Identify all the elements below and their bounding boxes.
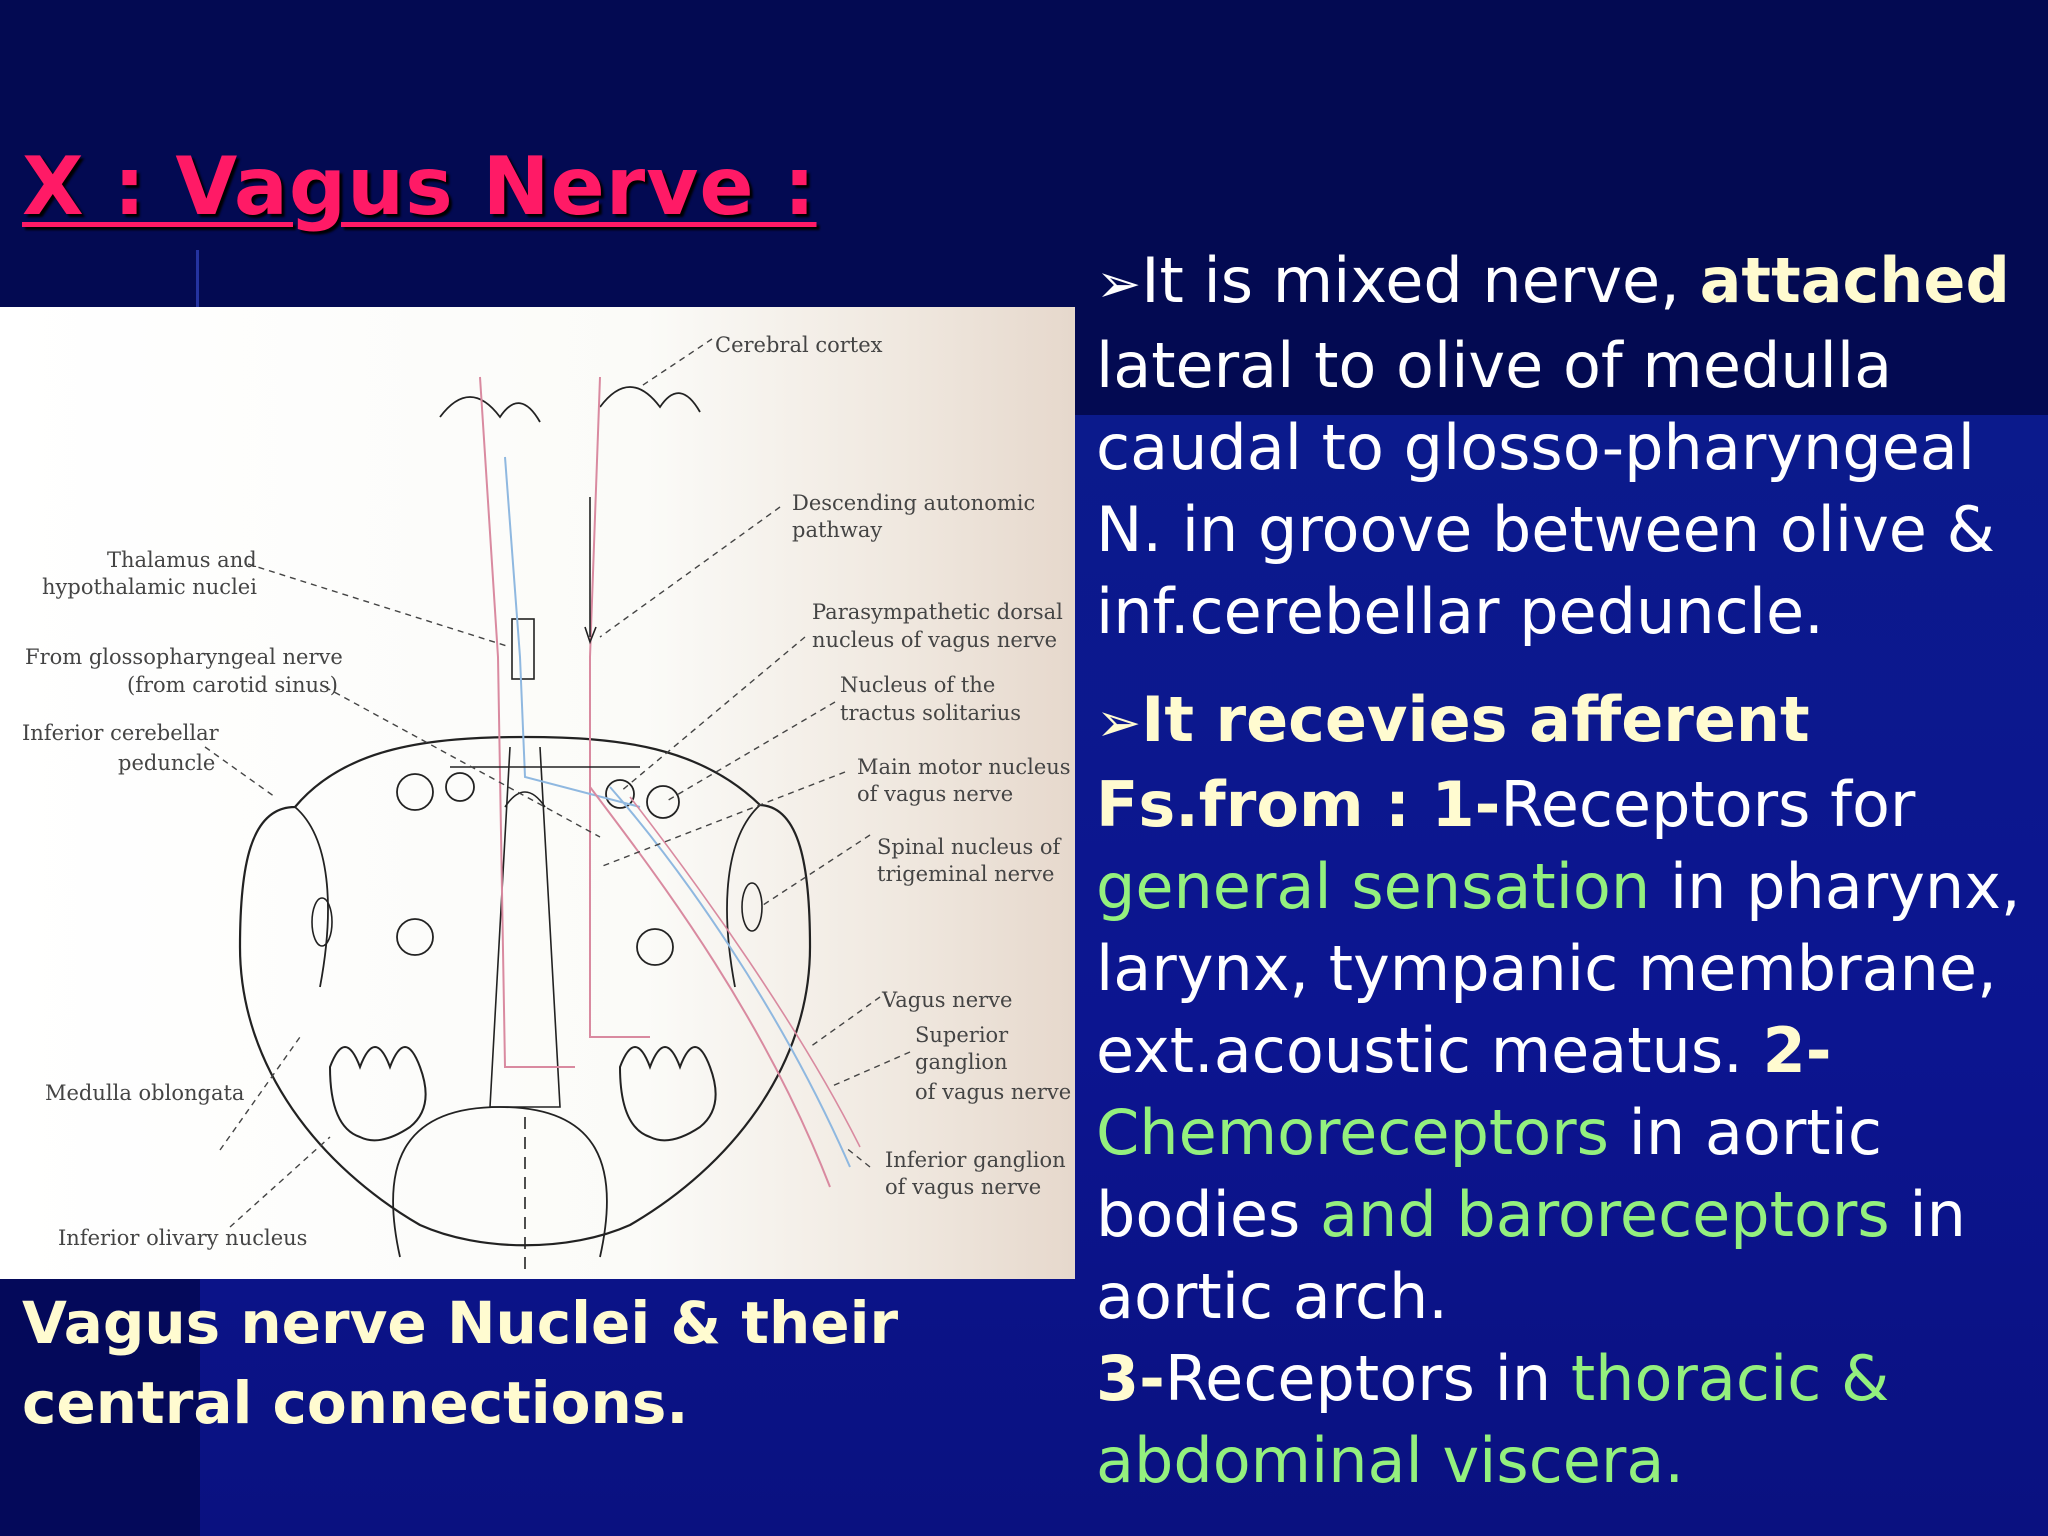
label-glossopharyngeal: From glossopharyngeal nerve: [25, 645, 343, 669]
decor-line: [196, 250, 199, 330]
label-inferior-olivary: Inferior olivary nucleus: [58, 1226, 307, 1250]
label-carotid-sinus: (from carotid sinus): [127, 673, 338, 697]
diagram-caption: Vagus nerve Nuclei & their central conne…: [22, 1289, 899, 1437]
label-descending-pathway: pathway: [792, 518, 882, 542]
label-inferior-of-vagus: of vagus nerve: [885, 1175, 1041, 1199]
label-thalamus: Thalamus and: [107, 548, 257, 572]
label-hypothalamic: hypothalamic nuclei: [42, 575, 257, 599]
slide-title: X : Vagus Nerve :: [22, 140, 817, 233]
bullet-arrow-icon: ➢: [1096, 691, 1142, 754]
text-body: ➢It is mixed nerve, attached lateral to …: [1096, 240, 2036, 1502]
left-olivary-nucleus: [328, 1046, 427, 1142]
label-tractus-solitarius: tractus solitarius: [840, 701, 1021, 725]
label-descending-autonomic: Descending autonomic: [792, 491, 1035, 515]
label-dorsal-nucleus: nucleus of vagus nerve: [812, 628, 1057, 652]
label-ganglion: ganglion: [915, 1050, 1008, 1074]
medulla-cross-section: Cerebral cortex Descending autonomic pat…: [22, 333, 1071, 1272]
paragraph-viscera: 3-Receptors in thoracic & abdominal visc…: [1096, 1342, 1890, 1497]
label-peduncle: peduncle: [118, 751, 215, 775]
label-medulla-oblongata: Medulla oblongata: [45, 1081, 244, 1105]
label-of-vagus: of vagus nerve: [857, 782, 1013, 806]
paragraph-attachment: ➢It is mixed nerve, attached lateral to …: [1096, 244, 2010, 648]
label-inferior-ganglion: Inferior ganglion: [885, 1148, 1066, 1172]
label-superior-of-vagus: of vagus nerve: [915, 1080, 1071, 1104]
label-nucleus-of-the: Nucleus of the: [840, 673, 995, 697]
bullet-arrow-icon: ➢: [1096, 252, 1142, 315]
label-superior: Superior: [915, 1023, 1009, 1047]
label-vagus-nerve: Vagus nerve: [881, 988, 1012, 1012]
label-spinal-nucleus: Spinal nucleus of: [877, 835, 1063, 859]
label-inferior-cerebellar: Inferior cerebellar: [22, 721, 220, 745]
label-parasympathetic: Parasympathetic dorsal: [812, 600, 1063, 624]
vagus-diagram: Cerebral cortex Descending autonomic pat…: [0, 307, 1075, 1279]
label-trigeminal: trigeminal nerve: [877, 862, 1054, 886]
label-main-motor: Main motor nucleus: [857, 755, 1071, 779]
label-cerebral-cortex: Cerebral cortex: [715, 333, 883, 357]
right-olivary-nucleus: [618, 1046, 717, 1142]
medulla-outline: [238, 735, 812, 1247]
paragraph-afferent: ➢It recevies afferent Fs.from : 1-Recept…: [1096, 683, 2021, 1333]
